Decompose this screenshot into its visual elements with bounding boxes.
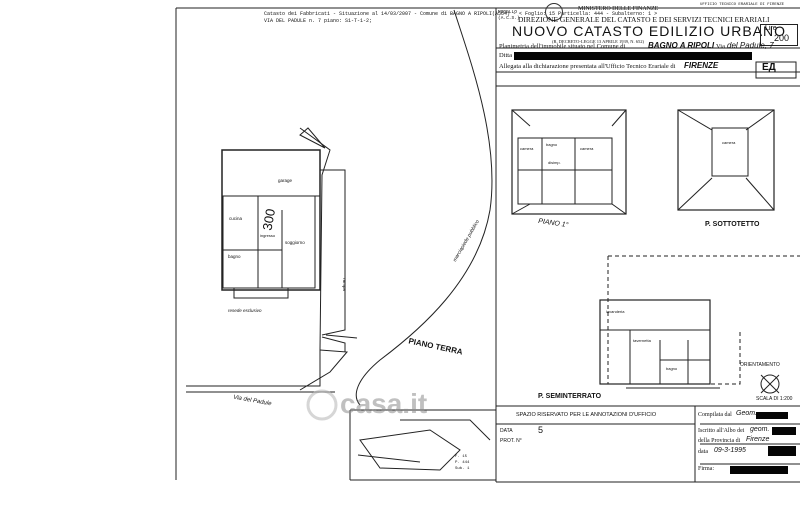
room-cucina: cucina	[229, 216, 243, 221]
riservato-label: SPAZIO RISERVATO PER LE ANNOTAZIONI D'UF…	[516, 412, 657, 418]
orientation-label: ORIENTAMENTO	[740, 362, 780, 368]
room-lavanderia: lavanderia	[606, 309, 625, 314]
iscritto-value: geom.	[750, 426, 770, 433]
data2-value: 09-3-1995	[714, 447, 746, 454]
provincia-value: Firenze	[746, 436, 770, 443]
subtitle: (R. DECRETO-LEGGE 13 APRILE 1939, N. 652…	[552, 39, 645, 44]
via-value: del Padule, 7	[727, 41, 774, 50]
room-ingresso: ingresso	[260, 233, 276, 238]
label-sottotetto: P. SOTTOTETTO	[705, 221, 760, 228]
room-camera-1: camera	[520, 146, 534, 151]
room-tavernetta: tavernetta	[633, 338, 651, 343]
ditta-label: Ditta	[499, 52, 512, 59]
room-camera-2: camera	[580, 146, 594, 151]
direction: DIREZIONE GENERALE DEL CATASTO E DEI SER…	[518, 15, 770, 24]
top-right-office: UFFICIO TECNICO ERARIALE DI FIRENZE	[700, 3, 785, 7]
modello-label: MODELLO	[498, 10, 517, 15]
via-label: Via	[716, 43, 725, 50]
prot-label: PROT. N°	[500, 438, 522, 444]
iscritto-redaction	[772, 427, 796, 435]
data2-label: data	[698, 449, 708, 455]
stamp-redaction	[768, 446, 796, 456]
allegata-label: Allegata alla dichiarazione presentata a…	[499, 63, 676, 70]
page-title: NUOVO CATASTO EDILIZIO URBANO	[512, 23, 787, 39]
scheda-mark: ЕД	[762, 62, 776, 73]
compilata-title: Geom.	[736, 410, 758, 417]
stamp-line-2: VIA DEL PADULE n. 7 piano: S1-T-1-2;	[264, 18, 373, 24]
map-label-2: P. 444	[455, 461, 470, 465]
room-garage: garage	[278, 178, 293, 183]
watermark: casa.it	[340, 388, 428, 419]
stamp-line: Catasto dei Fabbricati - Situazione al 1…	[264, 11, 658, 17]
ministry: MINISTERO DELLE FINANZE	[578, 6, 659, 12]
label-seminterrato: P. SEMINTERRATO	[538, 393, 602, 400]
lire-value: 200	[774, 33, 790, 43]
room-disimpegno: disimp.	[548, 160, 561, 165]
comune-value: BAGNO A RIPOLI	[648, 41, 715, 50]
data-value: 5	[538, 425, 544, 435]
label-rampa: rampa	[341, 278, 347, 291]
lire-box	[760, 24, 798, 46]
firma-redaction	[730, 466, 788, 474]
ditta-redaction	[514, 52, 752, 60]
compilata-redaction	[756, 412, 788, 419]
planimetria-label: Planimetria dell'immobile situato nel Co…	[499, 43, 626, 50]
scale-label: SCALA DI 1:200	[756, 396, 793, 402]
allegata-city: FIRENZE	[684, 61, 719, 70]
room-sottotetto: camera	[722, 140, 736, 145]
map-label-1: F. 15	[455, 455, 468, 459]
room-bagno-1: bagno	[546, 142, 558, 147]
map-label-3: Sub. 1	[455, 467, 470, 471]
room-bagno-s: bagno	[666, 366, 678, 371]
compilata-label: Compilata dal	[698, 412, 732, 418]
firma-label: Firma:	[698, 466, 714, 472]
room-bagno: bagno	[228, 254, 241, 259]
room-soggiorno: soggiorno	[285, 240, 305, 245]
provincia-label: della Provincia di	[698, 438, 741, 444]
lire-label: Lire	[765, 25, 777, 32]
data-label: DATA	[500, 428, 513, 434]
emblem-icon	[545, 3, 563, 21]
label-resede: resede esclusivo	[228, 308, 262, 313]
iscritto-label: Iscritto all'Albo dei	[698, 428, 745, 434]
modello-code: (A.C.S.)	[498, 16, 520, 21]
